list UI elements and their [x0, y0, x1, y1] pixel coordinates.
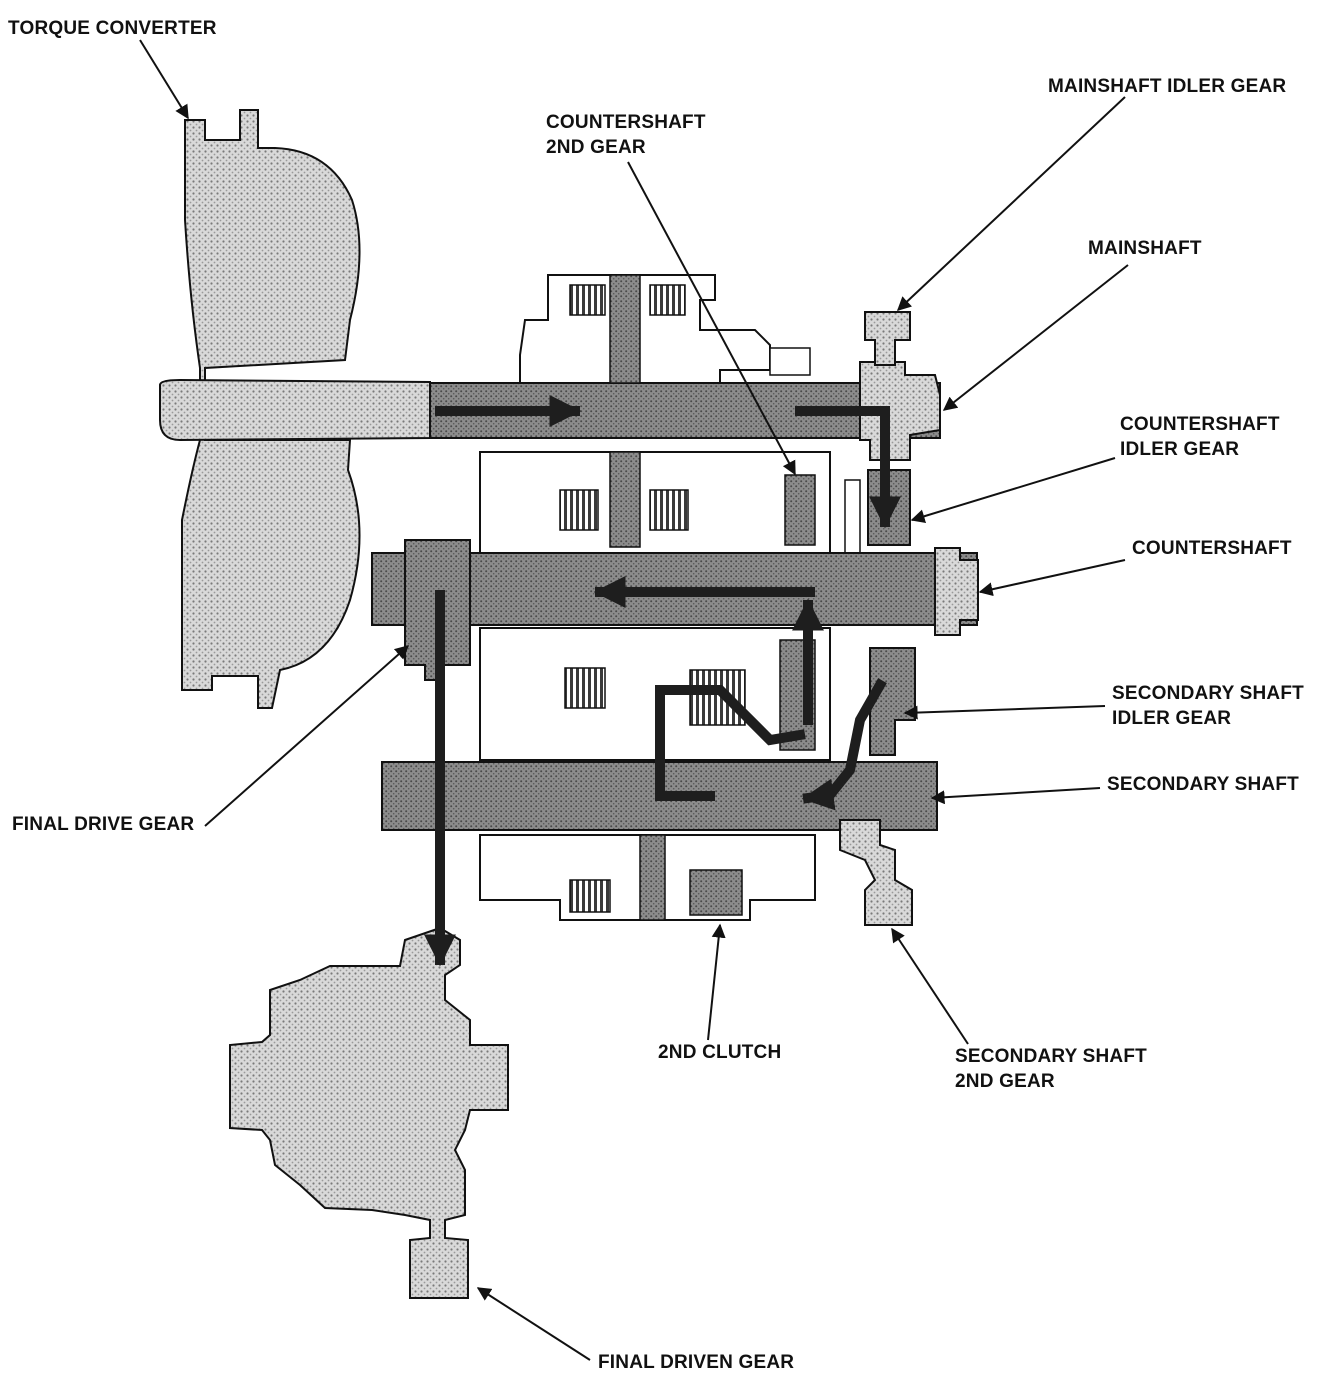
- label-final-driven-gear: FINAL DRIVEN GEAR: [598, 1352, 795, 1373]
- label-secondary-shaft-2nd-gear: SECONDARY SHAFT 2ND GEAR: [955, 1044, 1147, 1094]
- label-countershaft: COUNTERSHAFT: [1132, 538, 1292, 559]
- label-secondary-shaft-idler-gear: SECONDARY SHAFT IDLER GEAR: [1112, 681, 1304, 731]
- countershaft-gear-cluster: [479, 451, 911, 556]
- label-secondary-shaft-idler-gear-line2: IDLER GEAR: [1112, 708, 1232, 729]
- leader-mainshaft-idler-gear: [896, 96, 1126, 311]
- power-flow-path: [423, 394, 902, 967]
- leader-final-driven-gear: [476, 1287, 591, 1361]
- label-torque-converter: TORQUE CONVERTER: [8, 18, 217, 39]
- label-2nd-clutch: 2ND CLUTCH: [658, 1042, 782, 1063]
- leader-secondary-shaft-idler-gear: [903, 705, 1106, 720]
- label-secondary-shaft-2nd-gear-line1: SECONDARY SHAFT: [955, 1046, 1147, 1067]
- label-countershaft-idler-gear: COUNTERSHAFT IDLER GEAR: [1120, 412, 1280, 462]
- label-secondary-shaft-2nd-gear-line2: 2ND GEAR: [955, 1071, 1055, 1092]
- label-countershaft-2nd-gear-line1: COUNTERSHAFT: [546, 112, 706, 133]
- leader-countershaft-idler-gear: [910, 457, 1116, 524]
- leader-2nd-clutch: [707, 923, 726, 1041]
- label-mainshaft-idler-gear: MAINSHAFT IDLER GEAR: [1048, 76, 1287, 97]
- label-countershaft-idler-gear-line1: COUNTERSHAFT: [1120, 414, 1280, 435]
- final-driven-gear: [229, 926, 509, 1299]
- leader-lines: [139, 39, 1129, 1361]
- leader-countershaft: [978, 559, 1126, 597]
- label-countershaft-idler-gear-line2: IDLER GEAR: [1120, 439, 1240, 460]
- label-countershaft-2nd-gear: COUNTERSHAFT 2ND GEAR: [546, 110, 706, 160]
- label-mainshaft: MAINSHAFT: [1088, 238, 1202, 259]
- label-secondary-shaft: SECONDARY SHAFT: [1107, 774, 1299, 795]
- leader-final-drive-gear: [204, 645, 410, 827]
- label-countershaft-2nd-gear-line2: 2ND GEAR: [546, 137, 646, 158]
- leader-secondary-shaft-2nd-gear: [891, 927, 969, 1045]
- torque-converter: [159, 109, 431, 709]
- label-final-drive-gear: FINAL DRIVE GEAR: [12, 814, 195, 835]
- mainshaft-gear-cluster: [519, 274, 911, 384]
- label-secondary-shaft-idler-gear-line1: SECONDARY SHAFT: [1112, 683, 1304, 704]
- leader-secondary-shaft: [930, 787, 1101, 805]
- secondary-shaft-lower-cluster: [479, 834, 816, 921]
- leader-countershaft-2nd-gear: [627, 161, 796, 476]
- leader-mainshaft: [942, 264, 1129, 411]
- leader-torque-converter: [139, 39, 189, 120]
